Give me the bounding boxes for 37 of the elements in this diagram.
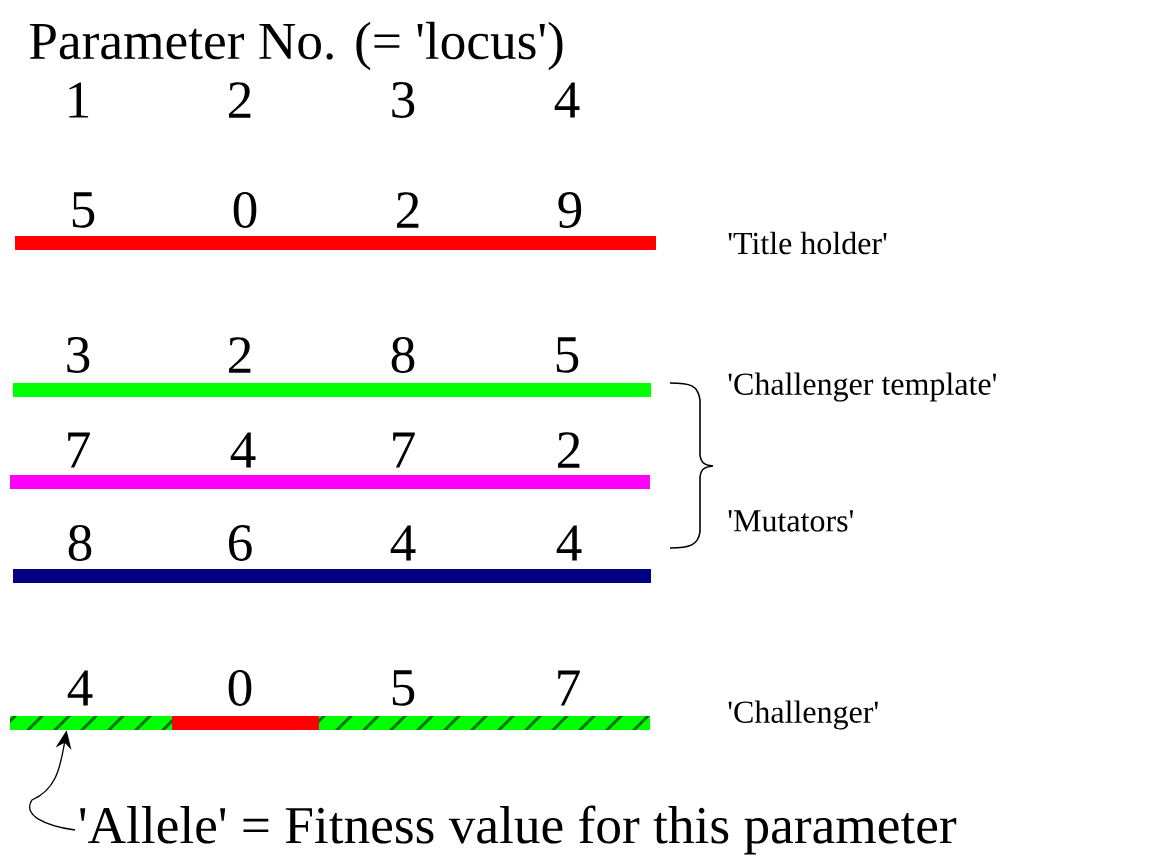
- parameter-value: 6: [228, 525, 252, 561]
- parameter-value: 0: [233, 192, 257, 228]
- bar: [172, 716, 319, 730]
- side-label: 'Challenger': [728, 700, 878, 730]
- parameter-value: 7: [393, 432, 415, 468]
- parameter-value: 9: [558, 192, 582, 228]
- parameter-value: 4: [554, 82, 580, 118]
- parameter-value: 4: [556, 525, 582, 561]
- parameter-value: 0: [228, 670, 252, 706]
- parameter-value: 7: [558, 670, 580, 706]
- parameter-value: 8: [68, 525, 92, 561]
- bar: [13, 569, 651, 583]
- side-label: 'Title holder': [728, 231, 887, 255]
- parameter-value: 8: [391, 337, 415, 373]
- parameter-value: 4: [390, 525, 416, 561]
- side-label: 'Mutators': [728, 510, 853, 532]
- parameter-value: 2: [229, 82, 251, 118]
- bar: [13, 383, 651, 397]
- parameter-value: 2: [558, 432, 580, 468]
- side-label: 'Challenger template': [728, 372, 997, 402]
- parameter-value: 5: [72, 192, 95, 228]
- parameter-value: 1: [69, 82, 89, 118]
- parameter-value: 2: [229, 337, 251, 373]
- bar: [15, 236, 656, 250]
- parameter-value: 2: [397, 192, 419, 228]
- parameter-value: 3: [67, 337, 90, 373]
- annotation-text: 'Allele' = Fitness value for this parameter: [80, 805, 957, 855]
- parameter-value: 5: [392, 670, 415, 706]
- parameter-value: 3: [392, 82, 415, 118]
- bar: [10, 475, 650, 489]
- parameter-value: 4: [67, 670, 93, 706]
- parameter-value: 5: [556, 337, 579, 373]
- title: Parameter No. (= 'locus'): [29, 21, 563, 71]
- parameter-value: 4: [230, 432, 256, 468]
- hatched-bar: [10, 716, 172, 730]
- parameter-value: 7: [68, 432, 90, 468]
- hatched-bar: [319, 716, 650, 730]
